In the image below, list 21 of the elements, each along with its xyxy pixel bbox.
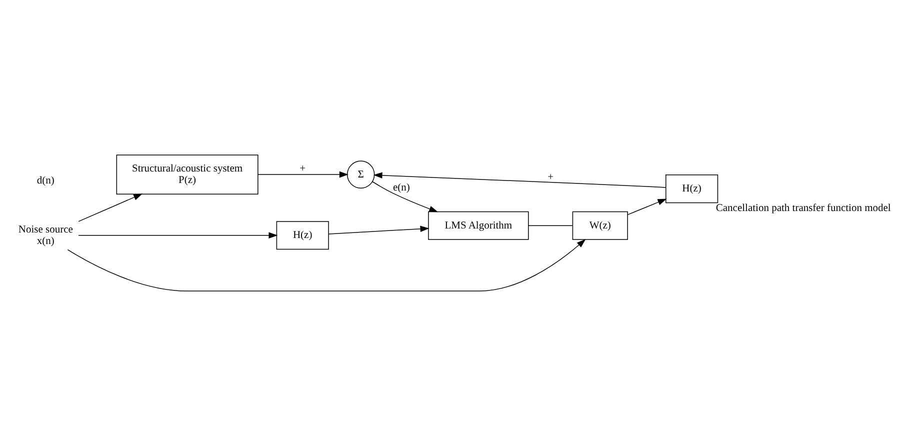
node-box: W(z) — [572, 211, 628, 240]
arrow — [78, 194, 143, 222]
node-circle: Σ — [346, 160, 375, 188]
node-box: H(z) — [666, 174, 718, 204]
arrow — [372, 181, 438, 212]
node-box: H(z) — [276, 221, 329, 250]
arrow — [373, 172, 666, 188]
arrow — [627, 198, 667, 216]
label: d(n) — [36, 175, 54, 186]
connector — [528, 225, 573, 226]
edge-label: e(n) — [392, 182, 410, 194]
arrow — [78, 232, 278, 239]
arrow — [258, 171, 348, 178]
arrow — [328, 226, 430, 234]
edge-label: + — [300, 164, 306, 175]
arrow — [67, 239, 586, 292]
node-label: Cancellation path transfer function model — [716, 203, 891, 214]
edge-label: + — [548, 172, 554, 183]
node-box: LMS Algorithm — [428, 211, 529, 240]
node-text: Noise source x(n) — [18, 224, 73, 247]
node-box: Structural/acoustic system P(z) — [116, 154, 258, 194]
